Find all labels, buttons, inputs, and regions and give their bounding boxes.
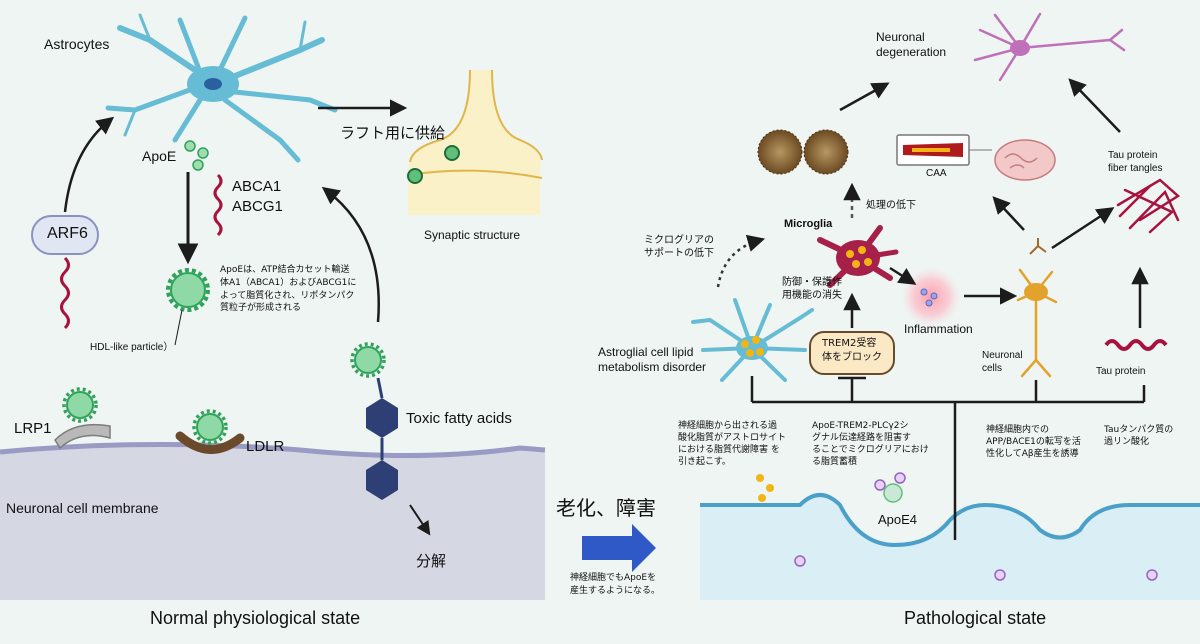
degenerating-neuron-body: [1010, 40, 1030, 56]
note-tau-phosphorylation: Tauタンパク質の 過リン酸化: [1104, 425, 1174, 448]
tau-fiber-tangles: [1116, 178, 1181, 234]
abca1-transporter-squiggle: [213, 173, 223, 237]
trem2-block-box: [809, 331, 895, 375]
microglia-body: [836, 240, 880, 276]
brain-icon: [994, 139, 1056, 181]
toxic-fatty-acids-chain: [350, 342, 398, 500]
synapse-apoe-particles: [407, 145, 460, 184]
neuronal-membrane-body: [0, 444, 545, 600]
note-lipid-disorder: 神経細胞から出される過 酸化脂質がアストロサイト における脂質代謝障害 を 引き…: [678, 421, 787, 468]
arrow-neuron-to-tangles: [1051, 207, 1115, 250]
note-trem2-pathway: ApoE-TREM2-PLCγ2シ グナル伝達経路を阻害す ることでミクログリア…: [812, 421, 929, 468]
label-arf6: ARF6: [47, 225, 88, 242]
neuronal-cell-body: [1024, 283, 1048, 301]
caption-normal-state: Normal physiological state: [150, 608, 361, 628]
label-ldlr: LDLR: [246, 438, 285, 455]
astroglial-lipid: [741, 336, 764, 357]
inflammation-particles: [920, 288, 938, 307]
hdl-pointer-line: [174, 309, 183, 346]
label-trem2-block: TREM2受容 体をブロック: [822, 338, 882, 363]
tau-protein-chain: [1104, 339, 1168, 351]
arf6-pill-shape: [31, 215, 99, 255]
astrocyte-cell: [105, 13, 338, 163]
arf6-squiggle: [60, 256, 70, 330]
lipid-droplets: [756, 474, 774, 502]
label-tau-protein: Tau protein: [1096, 366, 1146, 377]
small-damaged-neuron: [1029, 238, 1047, 255]
note-app-bace1: 神経細胞内での APP/BACE1の転写を活 性化してAβ産生を誘導: [986, 425, 1081, 460]
arrow-microglia-to-inflammation: [889, 266, 917, 285]
label-apoe-note: ApoEは、ATP結合カセット輸送 体A1（ABCA1）およびABCG1に よっ…: [220, 265, 357, 314]
label-microglia-support-decline: ミクログリアの サポートの低下: [644, 235, 714, 259]
ldlr-receptor: [175, 409, 245, 454]
label-astroglial-disorder: Astroglial cell lipid metabolism disorde…: [598, 345, 707, 374]
label-processing-decline: 処理の低下: [866, 200, 916, 211]
microglia-lipid: [846, 246, 872, 268]
amyloid-plaques: [757, 129, 849, 175]
arrow-microglia-support: [716, 234, 766, 288]
label-apoe: ApoE: [142, 148, 177, 164]
label-inflammation: Inflammation: [904, 322, 973, 336]
arrow-arf6-to-astrocyte: [63, 116, 115, 213]
arrow-plaques-to-degeneration: [839, 82, 890, 112]
label-astrocytes: Astrocytes: [44, 36, 110, 52]
label-neuronal-cell-membrane: Neuronal cell membrane: [6, 500, 159, 516]
label-raft-supply: ラフト用に供給: [340, 124, 446, 142]
label-lrp1: LRP1: [14, 420, 52, 437]
pathological-membrane-fluid: [700, 495, 1200, 600]
label-abca1: ABCA1: [232, 178, 282, 195]
arrow-degradation: [409, 504, 431, 536]
arrow-membrane-to-astrocyte: [321, 186, 380, 323]
label-synaptic-structure: Synaptic structure: [424, 228, 521, 242]
astrocyte-nucleus: [204, 78, 222, 90]
synaptic-structure-shape: [407, 69, 543, 215]
apoe-particles: [184, 140, 209, 171]
arrow-neuron-to-caa: [992, 196, 1025, 231]
lrp1-receptor: [54, 387, 111, 450]
label-microglia: Microglia: [784, 218, 833, 230]
label-degradation: 分解: [416, 552, 447, 570]
apoe4-particles: [794, 472, 1158, 581]
label-loss-of-protection: 防御・保護作 用機能の消失: [782, 277, 842, 301]
label-aging-damage: 老化、障害: [556, 496, 656, 520]
degenerating-neuron: [973, 12, 1126, 82]
label-hdl-like-particle: HDL-like particle）: [90, 342, 174, 353]
label-transition-note: 神経細胞でもApoEを 産生するようになる。: [570, 573, 661, 596]
hdl-like-particle: [166, 268, 210, 312]
arrow-tangles-to-degeneration: [1068, 78, 1121, 133]
label-caa: CAA: [926, 168, 947, 179]
label-neuronal-cells: Neuronal cells: [982, 350, 1023, 374]
caption-pathological-state: Pathological state: [904, 608, 1047, 628]
label-neuronal-degeneration: Neuronal degeneration: [876, 30, 947, 59]
label-apoe4: ApoE4: [878, 512, 918, 527]
transition-arrow: [582, 524, 656, 572]
label-tau-fiber-tangles: Tau protein fiber tangles: [1108, 150, 1163, 174]
neuronal-membrane-line: [0, 441, 546, 459]
pathway-connector: [750, 376, 1146, 540]
pathological-membrane-line: [700, 493, 1200, 548]
label-abcg1: ABCG1: [232, 198, 283, 215]
label-toxic-fatty-acids: Toxic fatty acids: [406, 410, 512, 427]
